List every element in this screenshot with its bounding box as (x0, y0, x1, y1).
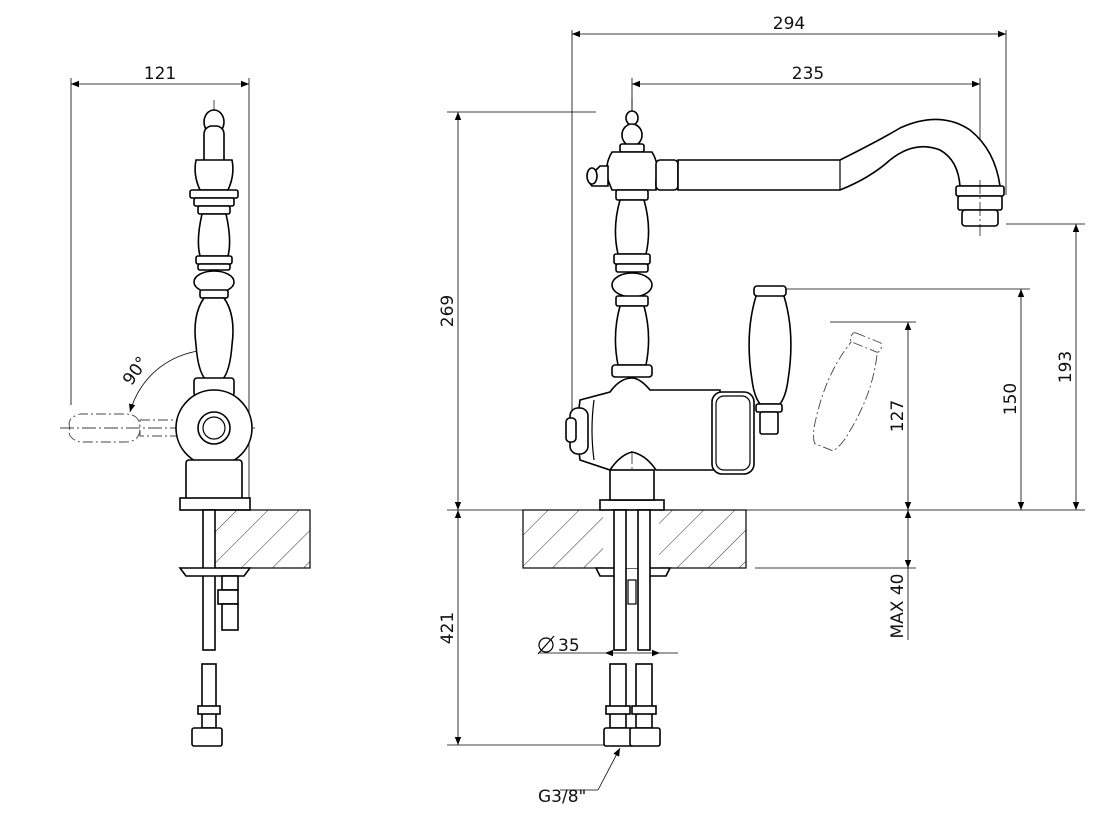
connection-leader-line (597, 747, 621, 791)
front-counter-section (213, 509, 311, 569)
side-lever-tilted-phantom (813, 332, 883, 452)
connection-label: G3/8" (538, 787, 586, 807)
max-thickness-label: MAX 40 (888, 574, 908, 639)
hole-diameter-label: 35 (558, 636, 580, 656)
spout-reach-label: 235 (792, 64, 824, 84)
angle-label: 90° (119, 353, 153, 389)
overall-reach-label: 294 (773, 14, 805, 34)
front-width-label: 121 (144, 64, 176, 84)
side-view: 294 235 269 421 193 150 127 MAX 40 (438, 14, 1085, 807)
handle-height-label: 150 (1001, 383, 1021, 415)
front-view: 121 90° (60, 64, 311, 747)
diameter-icon (537, 635, 555, 655)
lever-height-label: 127 (888, 400, 908, 432)
spout-height-label: 193 (1056, 351, 1076, 383)
body-height-label: 269 (438, 295, 458, 327)
below-counter-label: 421 (438, 612, 458, 644)
